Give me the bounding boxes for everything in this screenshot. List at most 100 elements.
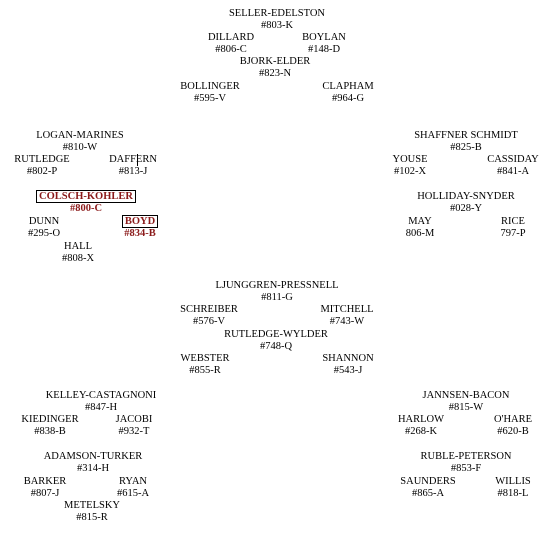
member-code: #028-Y [449,203,483,214]
member-name: COLSCH-KOHLER [36,190,136,203]
member-code: #314-H [76,463,110,474]
member-code: #802-P [26,166,58,177]
member-ohare: O'HARE#620-B [433,414,559,438]
member-code: #806-C [215,44,247,55]
member-name: DILLARD [207,32,255,43]
member-name: RUTLEDGE [14,154,70,165]
member-clapham: CLAPHAM#964-G [268,81,428,105]
member-name: RUTLEDGE-WYLDER [224,329,328,340]
member-code: #743-W [329,316,365,327]
group-title-undefined: JANNSEN-BACON#815-W [386,390,546,414]
member-name: MITCHELL [320,304,374,315]
member-code: #803-K [260,20,294,31]
member-code: #847-H [84,402,118,413]
member-name: LOGAN-MARINES [36,130,124,141]
member-code: #595-V [193,93,227,104]
member-name: RUBLE-PETERSON [420,451,512,462]
member-name: BOYLAN [302,32,346,43]
member-code: 797-P [500,228,526,239]
member-name: ADAMSON-TURKER [43,451,143,462]
member-code: #576-V [192,316,226,327]
member-name: WEBSTER [180,353,230,364]
member-name: BARKER [23,476,67,487]
member-code: #825-B [450,142,482,153]
member-name: BJORK-ELDER [239,56,311,67]
group-title-undefined: LOGAN-MARINES#810-W [0,130,160,154]
member-name: RYAN [118,476,147,487]
member-cassiday: CASSIDAY#841-A [433,154,559,178]
member-name: RICE [501,216,525,227]
member-code: #855-R [189,365,221,376]
member-name: O'HARE [493,414,533,425]
member-name: SHAFFNER SCHMIDT [414,130,518,141]
member-ryan: RYAN#615-A [53,476,213,500]
member-barker: BARKER#807-J [0,476,125,500]
member-code: #818-L [497,488,529,499]
member-name: YOUSE [392,154,428,165]
member-code: #823-N [258,68,292,79]
member-name: DAFFERN [109,154,157,165]
member-name: SHANNON [322,353,374,364]
member-name: METELSKY [64,500,120,511]
group-title-undefined: SELLER-EDELSTON#803-K [197,8,357,32]
member-youse: YOUSE#102-X [330,154,490,178]
member-name: CLAPHAM [322,81,374,92]
group-title-undefined: KELLEY-CASTAGNONI#847-H [21,390,181,414]
text-cursor [137,154,138,166]
member-bollinger: BOLLINGER#595-V [130,81,290,105]
member-metelsky: METELSKY#815-R [12,500,172,524]
member-dunn: DUNN#295-O [0,216,124,240]
member-name: KELLEY-CASTAGNONI [45,390,157,401]
member-saunders: SAUNDERS#865-A [348,476,508,500]
member-code: #811-G [261,292,293,303]
member-code: #748-Q [259,341,293,352]
member-code: #102-X [393,166,427,177]
member-name: BOYD [121,215,159,228]
member-code: #800-C [69,203,103,214]
member-webster: WEBSTER#855-R [125,353,285,377]
member-code: #807-J [30,488,60,499]
member-code: #838-B [34,426,66,437]
member-name: HALL [64,241,92,252]
member-code: #815-W [448,402,484,413]
member-adamson-turker: ADAMSON-TURKER#314-H [13,451,173,475]
member-code: #808-X [61,253,95,264]
member-daffern: DAFFERN#813-J [53,154,213,178]
member-code: #964-G [331,93,365,104]
member-harlow: HARLOW#268-K [341,414,501,438]
member-code: #295-O [27,228,61,239]
member-code: #932-T [118,426,150,437]
member-rutledge-wylder: RUTLEDGE-WYLDER#748-Q [196,329,356,353]
member-code: #810-W [62,142,98,153]
member-name: WILLIS [495,476,531,487]
member-rutledge: RUTLEDGE#802-P [0,154,122,178]
member-name: JANNSEN-BACON [422,390,510,401]
member-holliday-snyder: HOLLIDAY-SNYDER#028-Y [386,191,546,215]
member-name: CASSIDAY [487,154,539,165]
member-code: #834-B [124,228,156,239]
member-name: SELLER-EDELSTON [228,8,326,19]
member-name: LJUNGGREN-PRESSNELL [215,280,339,291]
member-bjork-elder: BJORK-ELDER#823-N [195,56,355,80]
member-code: #543-J [333,365,363,376]
member-code: #841-A [496,166,530,177]
member-colsch-kohler: COLSCH-KOHLER#800-C [6,190,166,215]
member-name: KIEDINGER [21,414,79,425]
member-code: #813-J [118,166,148,177]
group-title-undefined: LJUNGGREN-PRESSNELL#811-G [197,280,357,304]
member-hall: HALL#808-X [0,241,158,265]
member-code: 806-M [405,228,435,239]
member-name: HARLOW [397,414,445,425]
member-dillard: DILLARD#806-C [151,32,311,56]
member-name: JACOBI [115,414,153,425]
member-code: #268-K [404,426,438,437]
member-mitchell: MITCHELL#743-W [267,304,427,328]
member-name: BOLLINGER [180,81,240,92]
member-name: SAUNDERS [400,476,456,487]
member-willis: WILLIS#818-L [433,476,559,500]
member-ruble-peterson: RUBLE-PETERSON#853-F [386,451,546,475]
member-code: #615-A [116,488,150,499]
member-boylan: BOYLAN#148-D [244,32,404,56]
